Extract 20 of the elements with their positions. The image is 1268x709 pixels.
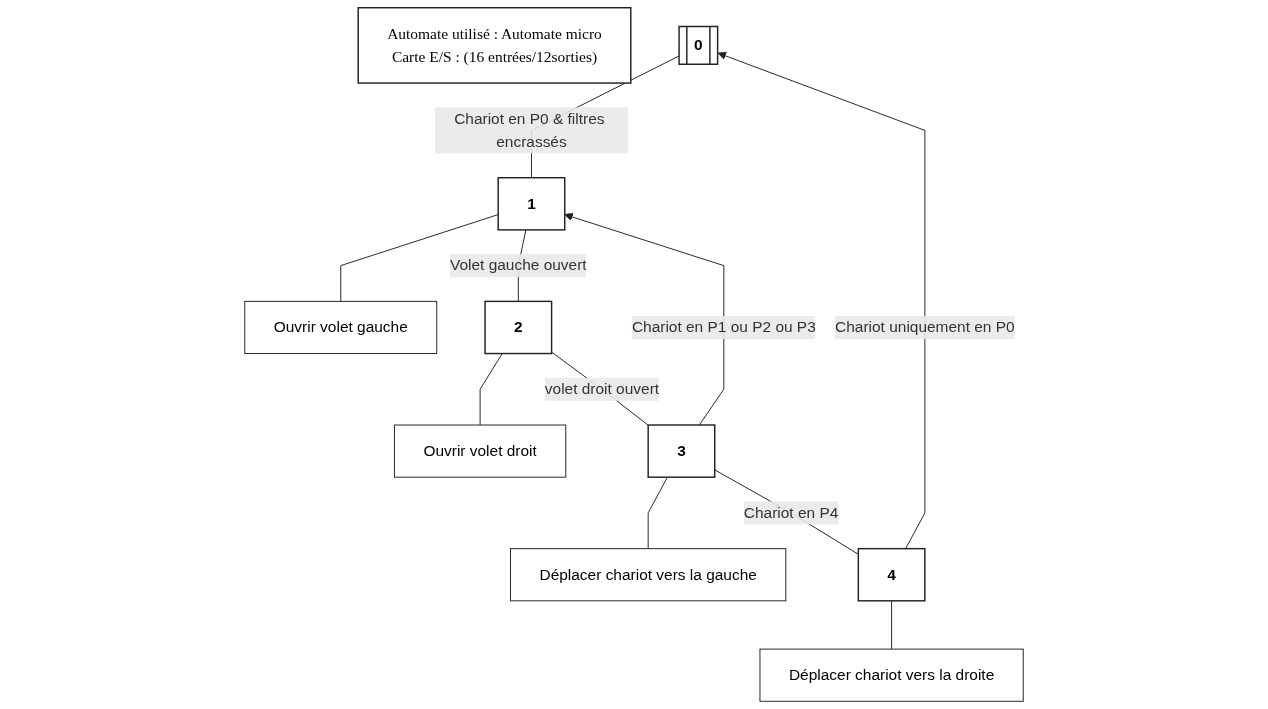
edge-label: Chariot en P4 — [743, 504, 839, 521]
connector — [891, 600, 893, 650]
node-box: Déplacer chariot vers la gauche — [510, 548, 787, 602]
connector — [714, 469, 859, 555]
node-box: 3 — [647, 424, 716, 478]
connector — [479, 353, 503, 426]
edge-label: Chariot en P0 & filtres encrassés — [454, 110, 605, 150]
connector — [340, 214, 499, 302]
node-box: Ouvrir volet droit — [393, 424, 567, 478]
node-box: 2 — [484, 300, 553, 355]
node-box: Automate utilisé : Automate micro Carte E/S : (16 entrées/12sorties) — [357, 7, 632, 84]
edge-label: Volet gauche ouvert — [450, 256, 587, 274]
node-box: Ouvrir volet gauche — [244, 300, 438, 354]
edge-label: Chariot uniquement en P0 — [835, 318, 1015, 336]
edge-label: volet droit ouvert — [544, 380, 660, 397]
node-box: 4 — [857, 547, 926, 602]
edge-label: Chariot en P1 ou P2 ou P3 — [631, 318, 816, 336]
node-box: 1 — [497, 177, 566, 231]
connector — [647, 476, 668, 550]
node-box: Déplacer chariot vers la droite — [759, 648, 1024, 702]
